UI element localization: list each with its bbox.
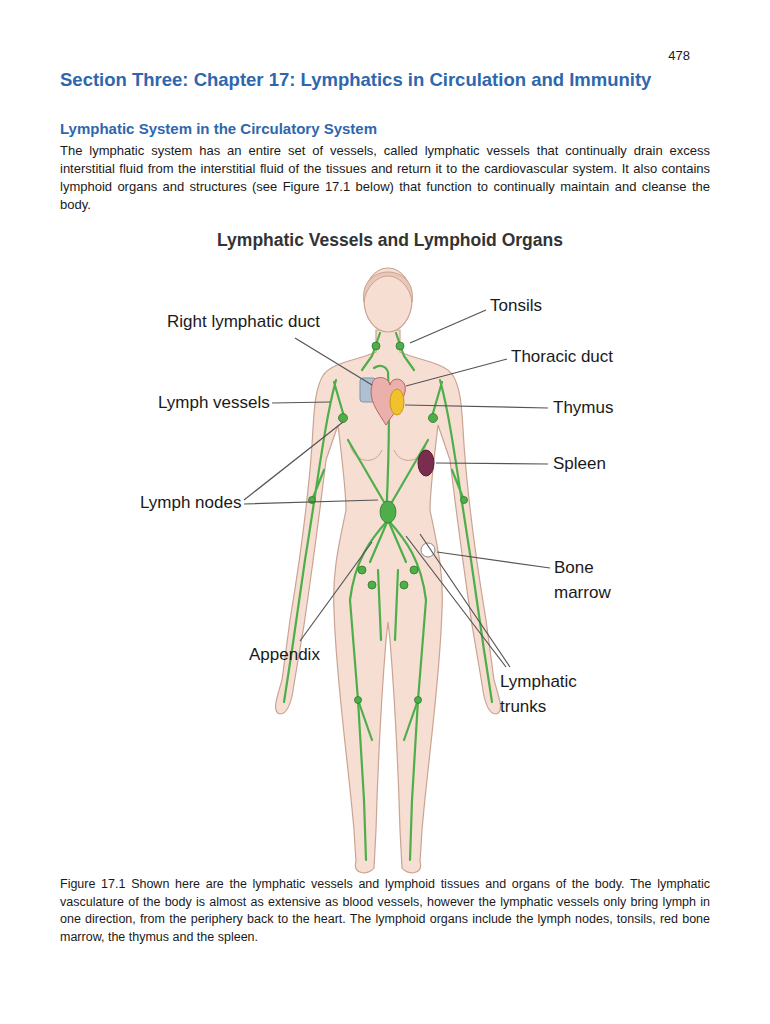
part-label: Lymph nodes [140,492,241,513]
part-label: Tonsils [490,295,542,316]
page-number: 478 [620,48,690,64]
part-label: Lymph vessels [158,392,270,413]
body-paragraph: The lymphatic system has an entire set o… [60,142,710,214]
figure-caption: Figure 17.1 Shown here are the lymphatic… [60,876,710,946]
part-label: Bone marrow [554,556,620,605]
part-label: Thoracic duct [511,346,613,367]
part-label: Thymus [553,397,613,418]
chapter-title: Section Three: Chapter 17: Lymphatics in… [60,68,750,91]
part-label: Lymphatic trunks [500,670,592,719]
spleen [418,450,434,476]
part-label: Right lymphatic duct [167,311,320,332]
lymph-node-dots [309,342,468,704]
part-label: Spleen [553,453,606,474]
figure-title: Lymphatic Vessels and Lymphoid Organs [170,230,610,252]
head [364,268,412,332]
lymph-vessels [284,333,492,860]
thymus [390,389,404,415]
leader-lines [244,310,550,667]
part-label: Appendix [249,644,320,665]
body-outline [276,330,501,873]
section-heading: Lymphatic System in the Circulatory Syst… [60,120,710,139]
heart [371,378,405,426]
hair [364,272,413,302]
